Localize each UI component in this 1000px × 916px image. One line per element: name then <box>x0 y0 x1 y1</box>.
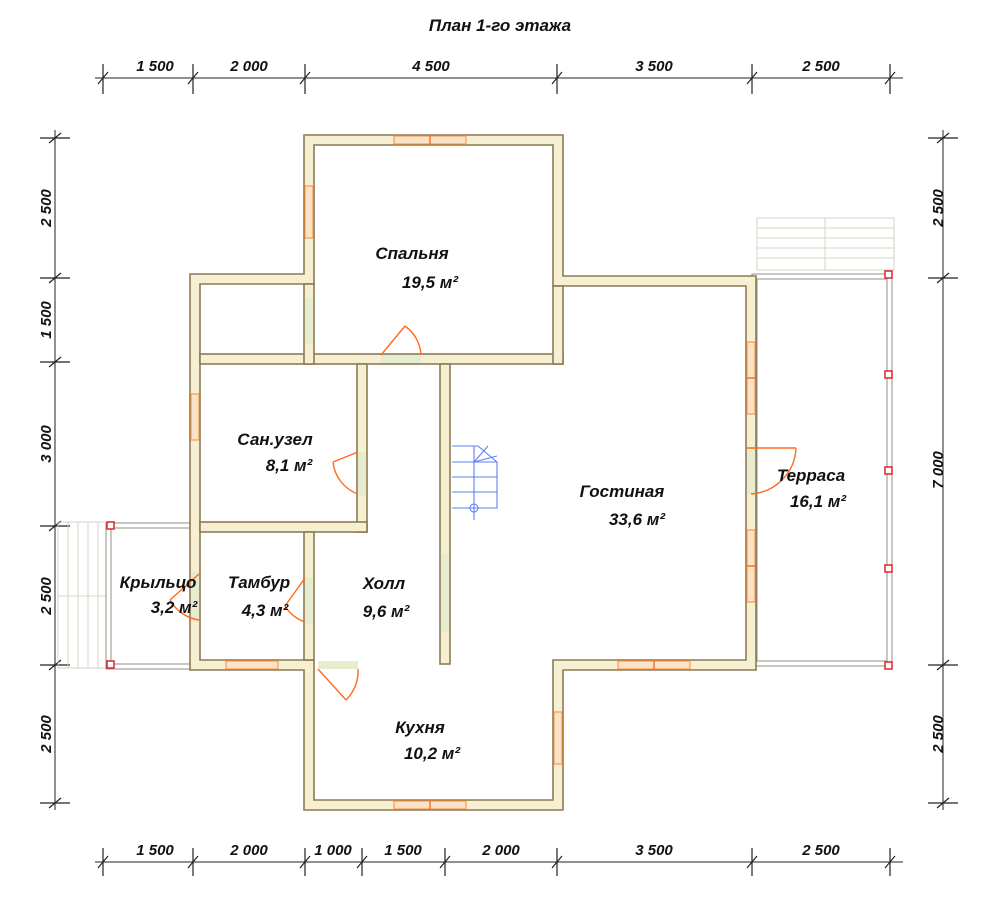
room-hall-area: 9,6 м² <box>363 602 411 621</box>
dim-right-1: 2 500 <box>930 189 947 228</box>
room-living-name: Гостиная <box>580 482 665 501</box>
room-kitchen-name: Кухня <box>395 718 445 737</box>
room-living-area: 33,6 м² <box>609 510 666 529</box>
dimension-top: 1 500 2 000 4 500 3 500 2 500 <box>95 58 903 94</box>
dim-left-4: 2 500 <box>38 577 55 616</box>
room-terrace-name: Терраса <box>777 466 845 485</box>
room-vestibule-name: Тамбур <box>228 573 290 592</box>
dim-top-1: 1 500 <box>136 58 174 75</box>
door-kitchen <box>317 668 359 701</box>
dim-top-5: 2 500 <box>801 58 840 75</box>
window-bathroom <box>190 393 200 441</box>
door-terrace <box>747 447 797 495</box>
dim-bottom-5: 2 000 <box>481 842 520 859</box>
room-bedroom-area: 19,5 м² <box>402 273 459 292</box>
terrace-post-1 <box>884 270 893 279</box>
room-bedroom-name: Спальня <box>375 244 448 263</box>
dim-bottom-2: 2 000 <box>229 842 268 859</box>
terrace-post-5 <box>884 661 893 670</box>
staircase <box>452 445 498 520</box>
dim-left-2: 1 500 <box>38 301 55 339</box>
dim-left-1: 2 500 <box>38 189 55 228</box>
terrace-post-4 <box>884 564 893 573</box>
door-bathroom <box>332 451 359 495</box>
dimension-left: 2 500 1 500 3 000 2 500 2 500 <box>38 130 70 810</box>
dim-bottom-6: 3 500 <box>635 842 673 859</box>
window-kitchen-right <box>553 711 563 765</box>
dimension-bottom: 1 500 2 000 1 000 1 500 2 000 3 500 2 50… <box>95 842 903 876</box>
room-kitchen-area: 10,2 м² <box>404 744 461 763</box>
dim-top-2: 2 000 <box>229 58 268 75</box>
terrace-post-3 <box>884 466 893 475</box>
windows <box>190 135 756 810</box>
door-vestibule <box>284 577 306 623</box>
room-vestibule-area: 4,3 м² <box>241 601 290 620</box>
dim-left-5: 2 500 <box>38 715 55 754</box>
dim-left-3: 3 000 <box>38 425 55 463</box>
dim-right-2: 7 000 <box>930 451 947 489</box>
porch-post-1 <box>106 521 115 530</box>
dim-right-3: 2 500 <box>930 715 947 754</box>
room-bathroom-name: Сан.узел <box>237 430 313 449</box>
dim-top-3: 4 500 <box>411 58 450 75</box>
door-bedroom <box>380 325 422 356</box>
porch-deck <box>57 521 195 670</box>
dim-bottom-3: 1 000 <box>314 842 352 859</box>
doors <box>169 325 797 701</box>
openings <box>191 298 755 669</box>
room-labels: Спальня 19,5 м² Сан.узел 8,1 м² Гостиная… <box>120 244 848 763</box>
door-porch <box>169 573 200 621</box>
terrace-deck <box>751 217 895 670</box>
terrace-post-2 <box>884 370 893 379</box>
dim-bottom-1: 1 500 <box>136 842 174 859</box>
window-bedroom-left <box>304 185 314 239</box>
room-bathroom-area: 8,1 м² <box>266 456 314 475</box>
room-porch-name: Крыльцо <box>120 573 197 592</box>
plan-title: План 1-го этажа <box>428 16 572 35</box>
room-terrace-area: 16,1 м² <box>790 492 847 511</box>
room-hall-name: Холл <box>362 574 406 593</box>
porch-post-2 <box>106 660 115 669</box>
dim-bottom-4: 1 500 <box>384 842 422 859</box>
room-porch-area: 3,2 м² <box>151 598 199 617</box>
dim-bottom-7: 2 500 <box>801 842 840 859</box>
dim-top-4: 3 500 <box>635 58 673 75</box>
dimension-right: 2 500 7 000 2 500 <box>928 130 958 810</box>
window-vestibule <box>225 660 279 670</box>
